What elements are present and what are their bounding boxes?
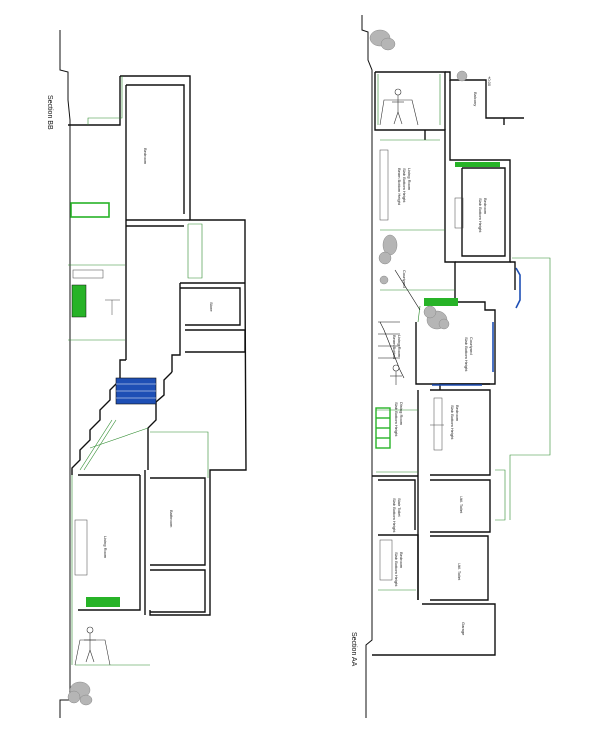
person-figures-aa [379,88,419,385]
room-label-aa-courtyard: Courtyard [402,270,407,288]
section-title-bb: Section BB [46,95,53,130]
room-label-aa-courtyard-lower: CourtyardSlab Bottom Height [464,337,474,372]
windows-blue-aa [432,267,521,386]
room-label-aa-bedroom: BedroomSlab Bottom Height [478,198,488,233]
room-label-aa-utility-1: Util. Toilet [459,496,464,514]
ground-line-aa [361,15,373,718]
tree-bb [67,681,93,706]
furniture-aa [379,149,464,581]
room-label-aa-bedroom-lower: BedroomSlab Bottom Height [450,405,460,440]
room-label-aa-living-upper: Living RoomSlab Bottom HeightBeam Bottom… [397,168,412,206]
stair-green-aa [375,407,391,449]
room-label-aa-dining: Dining RoomSlab Bottom Height [394,402,404,437]
kitchen-unit-bb [71,284,87,318]
stair-window-bb [115,377,157,405]
room-label-aa-bedroom-bottom: BedroomSlab Bottom Height [394,552,404,587]
courtyard-green-aa [424,298,458,306]
building-aa [372,71,524,656]
room-label-aa-utility-2: Util. Toilet [457,563,462,581]
room-label-aa-balcony: Balcony [473,92,478,106]
room-label-aa-st-toilet: Stair ToiletSlab Bottom Height [392,498,402,533]
window-green-bb [70,202,110,218]
section-title-aa: Section AA [350,632,357,667]
guides-aa [376,74,551,591]
stair-aa [378,269,421,379]
furniture-bb [72,269,120,576]
section-aa: +0.00 Balcony Living RoomSlab Bottom Hei… [350,15,551,718]
stair-bb [79,419,117,471]
ground-line-bb [59,30,71,718]
room-label-aa-garage: Garage [461,622,466,636]
building-bb [68,75,247,616]
room-label-aa-living-mid: Living RoomBeam Bottom [392,335,402,360]
person-figure-bb [74,626,111,666]
room-label-bb-store: Store [209,302,214,312]
room-label-bb-living: Living Room [103,536,108,559]
balcony-rail-green-aa [455,162,500,167]
floor-green-bb [86,597,120,607]
guides-bb [68,76,209,666]
room-label-bb-bedroom: Bedroom [143,148,148,165]
trees-aa [369,29,468,330]
room-label-bb-bathroom: Bathroom [169,510,174,528]
section-bb: Bedroom Store Living Room Bathroom Secti… [46,30,247,718]
level-mark-aa: +0.00 [487,76,492,87]
